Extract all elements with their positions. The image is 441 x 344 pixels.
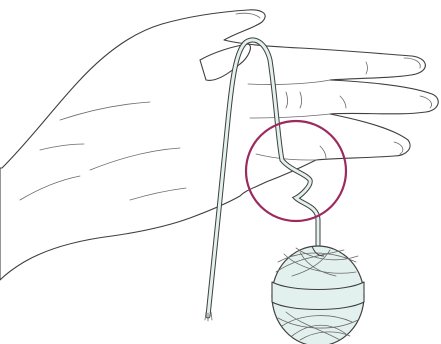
yarn-ball-icon bbox=[272, 246, 364, 344]
hand-illustration bbox=[0, 10, 438, 280]
